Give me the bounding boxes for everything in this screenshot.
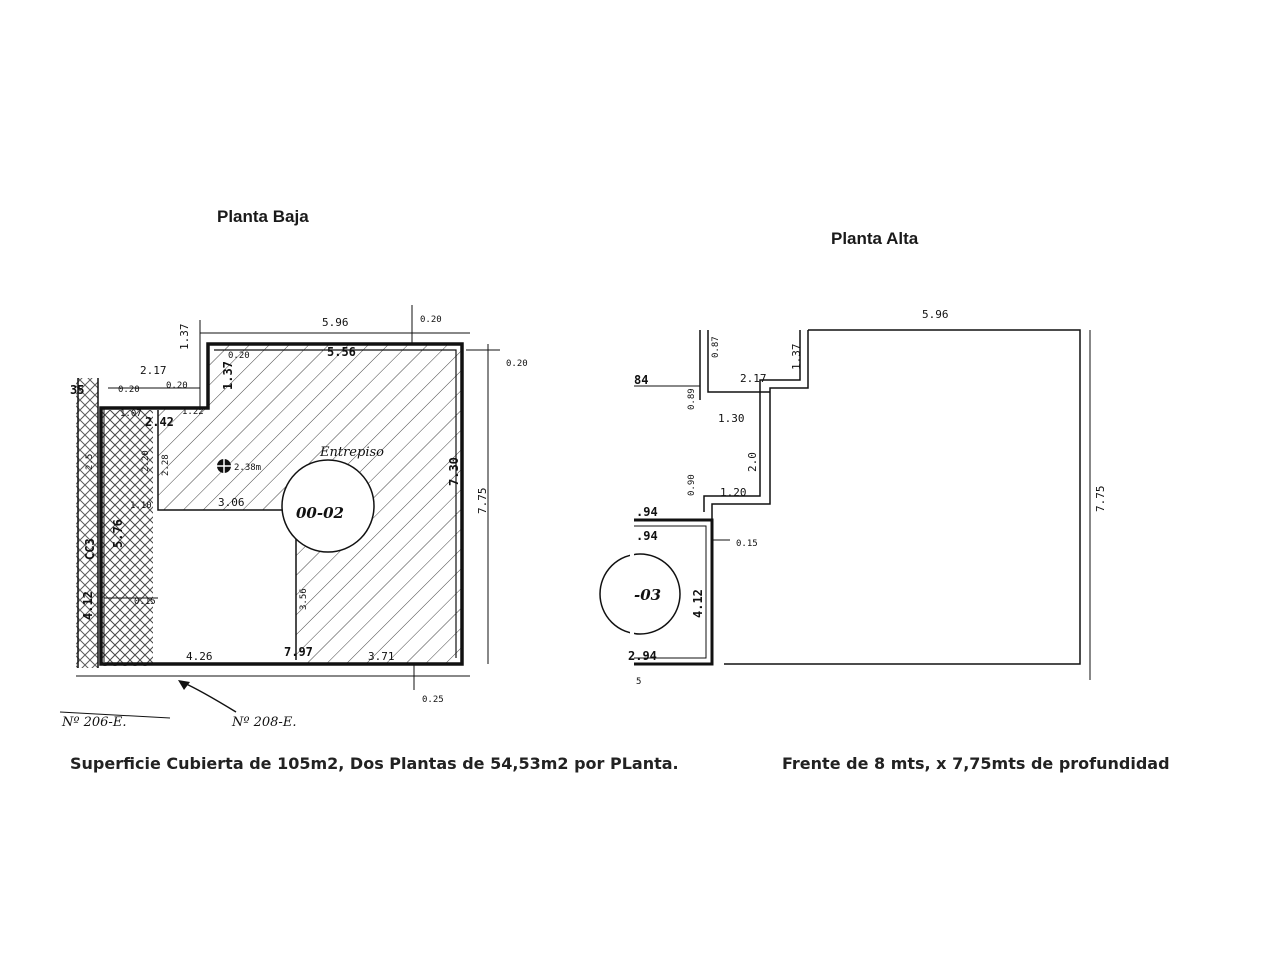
neighbor-wall-strip xyxy=(76,378,98,668)
dim-1-37: 1.37 xyxy=(790,344,803,371)
dim-0-25: 0.25 xyxy=(422,695,444,705)
dim-right-small: 0.20 xyxy=(506,359,528,369)
upper-unit-circle xyxy=(599,553,681,635)
dim-2-20: 2.20 xyxy=(141,450,151,472)
dim-94-b: .94 xyxy=(636,529,658,543)
neighbor-4-12: 4.12 xyxy=(81,591,95,620)
dim-2-28: 2.28 xyxy=(161,454,171,476)
upper-room-box xyxy=(634,518,714,666)
neighbor-cc3: CC3 xyxy=(83,538,97,560)
dim-1-22: 1.22 xyxy=(182,407,204,417)
dim-left-vertical: 1.37 xyxy=(178,324,191,351)
dim-1-20: 1.20 xyxy=(720,486,747,499)
dimensions-caption: Frente de 8 mts, x 7,75mts de profundida… xyxy=(782,754,1170,773)
ground-floor-outline xyxy=(99,342,464,666)
dim-0-89: 0.89 xyxy=(687,388,697,410)
dim-84: 84 xyxy=(634,373,648,387)
dim-top-right-small: 0.20 xyxy=(420,315,442,325)
dim-4-12: 4.12 xyxy=(691,589,705,618)
dim-0-90: 0.90 xyxy=(687,474,697,496)
dim-7-75: 7.75 xyxy=(476,488,489,515)
dim-bottom-mark: 5 xyxy=(636,677,641,687)
dim-1-07: 1.07 xyxy=(120,409,142,419)
dim-2-94: 2.94 xyxy=(628,649,657,663)
dim-0-15-alta: 0.15 xyxy=(736,539,758,549)
planta-baja-title: Planta Baja xyxy=(217,207,309,226)
upper-inner-wall xyxy=(711,330,809,520)
dim-height-note: 2.38m xyxy=(234,463,261,473)
dim-0-15: 0.15 xyxy=(134,597,156,607)
dim-7-97: 7.97 xyxy=(284,645,313,659)
planta-alta-title: Planta Alta xyxy=(831,229,919,248)
neighbor-2-5: 2.5 xyxy=(85,454,95,470)
dim-top-outer: 5.96 xyxy=(322,316,349,329)
dim-3-56: 3.56 xyxy=(299,588,309,610)
dim-5-76: 5.76 xyxy=(111,519,125,548)
dim-0-20-b: 0.20 xyxy=(166,381,188,391)
planta-alta-plan: -03 5.96 1.37 0.87 0.89 84 2.17 1.30 2.0… xyxy=(599,308,1107,687)
dim-2-0: 2.0 xyxy=(746,452,759,472)
dim-3-71: 3.71 xyxy=(368,650,395,663)
entrepiso-label: Entrepiso xyxy=(319,445,384,460)
dim-7-30: 7.30 xyxy=(447,457,461,486)
crosshatch-area xyxy=(101,410,153,666)
dim-7-75-alta: 7.75 xyxy=(1094,486,1107,513)
unit-code-03: -03 xyxy=(634,586,661,604)
unit-circle xyxy=(281,459,375,553)
dim-inner-vertical: 1.37 xyxy=(221,361,235,390)
dim-1-10: 1.10 xyxy=(130,501,152,511)
dim-top-inner: 5.56 xyxy=(327,345,356,359)
dim-top-5-96: 5.96 xyxy=(922,308,949,321)
lot-number-left: Nº 206-E. xyxy=(61,715,126,730)
dim-0-20-a: 0.20 xyxy=(118,385,140,395)
dim-3-06: 3.06 xyxy=(218,496,245,509)
dim-0-87: 0.87 xyxy=(711,336,721,358)
entrance-arrow xyxy=(181,681,237,713)
dim-corner: 0.20 xyxy=(228,351,250,361)
dim-2-17-alta: 2.17 xyxy=(740,372,767,385)
entrepiso-edge xyxy=(157,410,297,660)
dim-2-42: 2.42 xyxy=(145,415,174,429)
surface-caption: Superficie Cubierta de 105m2, Dos Planta… xyxy=(70,754,679,773)
dim-4-26: 4.26 xyxy=(186,650,213,663)
dim-1-30: 1.30 xyxy=(718,412,745,425)
upper-floor-outline xyxy=(724,329,1081,665)
neighbor-35: 35 xyxy=(70,383,84,397)
dim-94-a: .94 xyxy=(636,505,658,519)
lot-number-right: Nº 208-E. xyxy=(231,715,296,730)
dim-2-17: 2.17 xyxy=(140,364,167,377)
planta-baja-plan: Entrepiso 00-02 5.96 5.56 0.20 0.20 0.20… xyxy=(59,305,528,730)
unit-code-00-02: 00-02 xyxy=(296,504,344,522)
